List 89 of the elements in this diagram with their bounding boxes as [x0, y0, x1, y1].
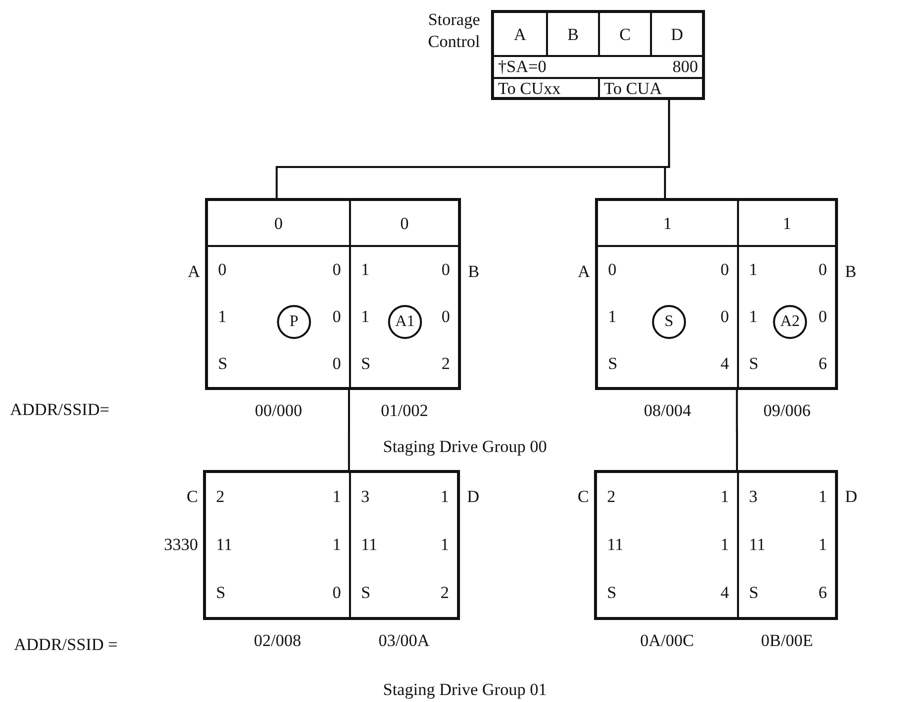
table-cell: A [494, 13, 546, 57]
grid-value: S [216, 583, 226, 603]
grid-value: 6 [818, 583, 827, 603]
grid-value: 1 [218, 307, 226, 327]
grid-value: 1 [720, 535, 729, 555]
grid-value: S [361, 583, 370, 603]
connector-line [348, 390, 350, 470]
table-cell: B [546, 13, 598, 57]
port-letter: A [578, 262, 590, 282]
address-label: 09/006 [762, 401, 812, 421]
circled-label: S [652, 305, 686, 339]
port-letter: D [845, 487, 858, 507]
table-cell: C [598, 13, 650, 57]
grid-value: 4 [720, 354, 729, 374]
grid-value: S [749, 583, 758, 603]
grid-value: 11 [607, 535, 624, 555]
circled-label: A1 [388, 305, 422, 339]
grid-value: S [607, 583, 616, 603]
grid-value: 1 [818, 535, 827, 555]
caption-text: ADDR/SSID = [14, 635, 118, 655]
grid-value: S [608, 354, 618, 374]
grid-value: 1 [332, 487, 341, 507]
grid-value: 1 [361, 307, 370, 327]
grid-value: 0 [332, 260, 341, 280]
table-cell: To CUxx [494, 77, 598, 97]
grid-value: 2 [216, 487, 224, 507]
grid-value: 0 [332, 307, 341, 327]
table-cell: 800 [672, 57, 698, 77]
grid-value: 1 [818, 487, 827, 507]
grid-value: 2 [607, 487, 616, 507]
grid-value: 0 [442, 307, 450, 327]
grid-value: 0 [608, 260, 616, 280]
column-header: 1 [598, 201, 737, 247]
grid-value: 6 [818, 354, 827, 374]
circled-label: A2 [773, 305, 807, 339]
port-letter: 3330 [164, 535, 198, 555]
port-letter: A [188, 262, 200, 282]
grid-value: 0 [442, 260, 450, 280]
address-label: 08/004 [642, 401, 692, 421]
grid-value: 11 [361, 535, 378, 555]
grid-value: S [361, 354, 370, 374]
port-letter: B [845, 262, 856, 282]
address-label: 0A/00C [639, 631, 695, 651]
grid-value: 1 [749, 307, 758, 327]
table-heading: Storage Control [427, 9, 480, 53]
grid-value: 0 [218, 260, 226, 280]
grid-value: 0 [720, 307, 729, 327]
grid-value: 2 [442, 354, 450, 374]
port-letter: D [467, 487, 480, 507]
grid-value: 4 [720, 583, 729, 603]
grid-value: 1 [720, 487, 729, 507]
table-cell: To CUA [598, 77, 702, 97]
caption-text: Staging Drive Group 00 [383, 437, 547, 457]
column-header: 1 [739, 201, 835, 247]
address-label: 00/000 [254, 401, 304, 421]
port-letter: C [578, 487, 589, 507]
grid-value: 0 [332, 583, 341, 603]
column-header: 0 [351, 201, 458, 247]
grid-value: 0 [818, 307, 827, 327]
table-cell: D [650, 13, 702, 57]
grid-value: 0 [818, 260, 827, 280]
grid-value: 1 [361, 260, 370, 280]
address-label: 02/008 [252, 631, 302, 651]
grid-value: 1 [332, 535, 341, 555]
grid-value: 1 [608, 307, 616, 327]
column-header: 0 [208, 201, 349, 247]
grid-value: 3 [361, 487, 370, 507]
port-letter: B [468, 262, 480, 282]
port-letter: C [186, 487, 198, 507]
grid-value: 1 [440, 487, 449, 507]
grid-value: 2 [440, 583, 449, 603]
caption-text: Staging Drive Group 01 [383, 680, 547, 700]
grid-value: 3 [749, 487, 758, 507]
grid-value: S [218, 354, 228, 374]
connector-line [664, 100, 670, 198]
table-cell: †SA=0 [498, 57, 546, 77]
grid-value: 1 [440, 535, 449, 555]
grid-value: 11 [216, 535, 232, 555]
grid-value: 1 [749, 260, 758, 280]
address-label: 01/002 [380, 401, 430, 421]
grid-value: 11 [749, 535, 766, 555]
grid-value: 0 [332, 354, 341, 374]
address-label: 0B/00E [760, 631, 814, 651]
connector-line [736, 390, 738, 470]
grid-value: S [749, 354, 758, 374]
caption-text: ADDR/SSID= [10, 400, 110, 420]
grid-value: 0 [720, 260, 729, 280]
address-label: 03/00A [378, 631, 430, 651]
circled-label: P [277, 305, 311, 339]
